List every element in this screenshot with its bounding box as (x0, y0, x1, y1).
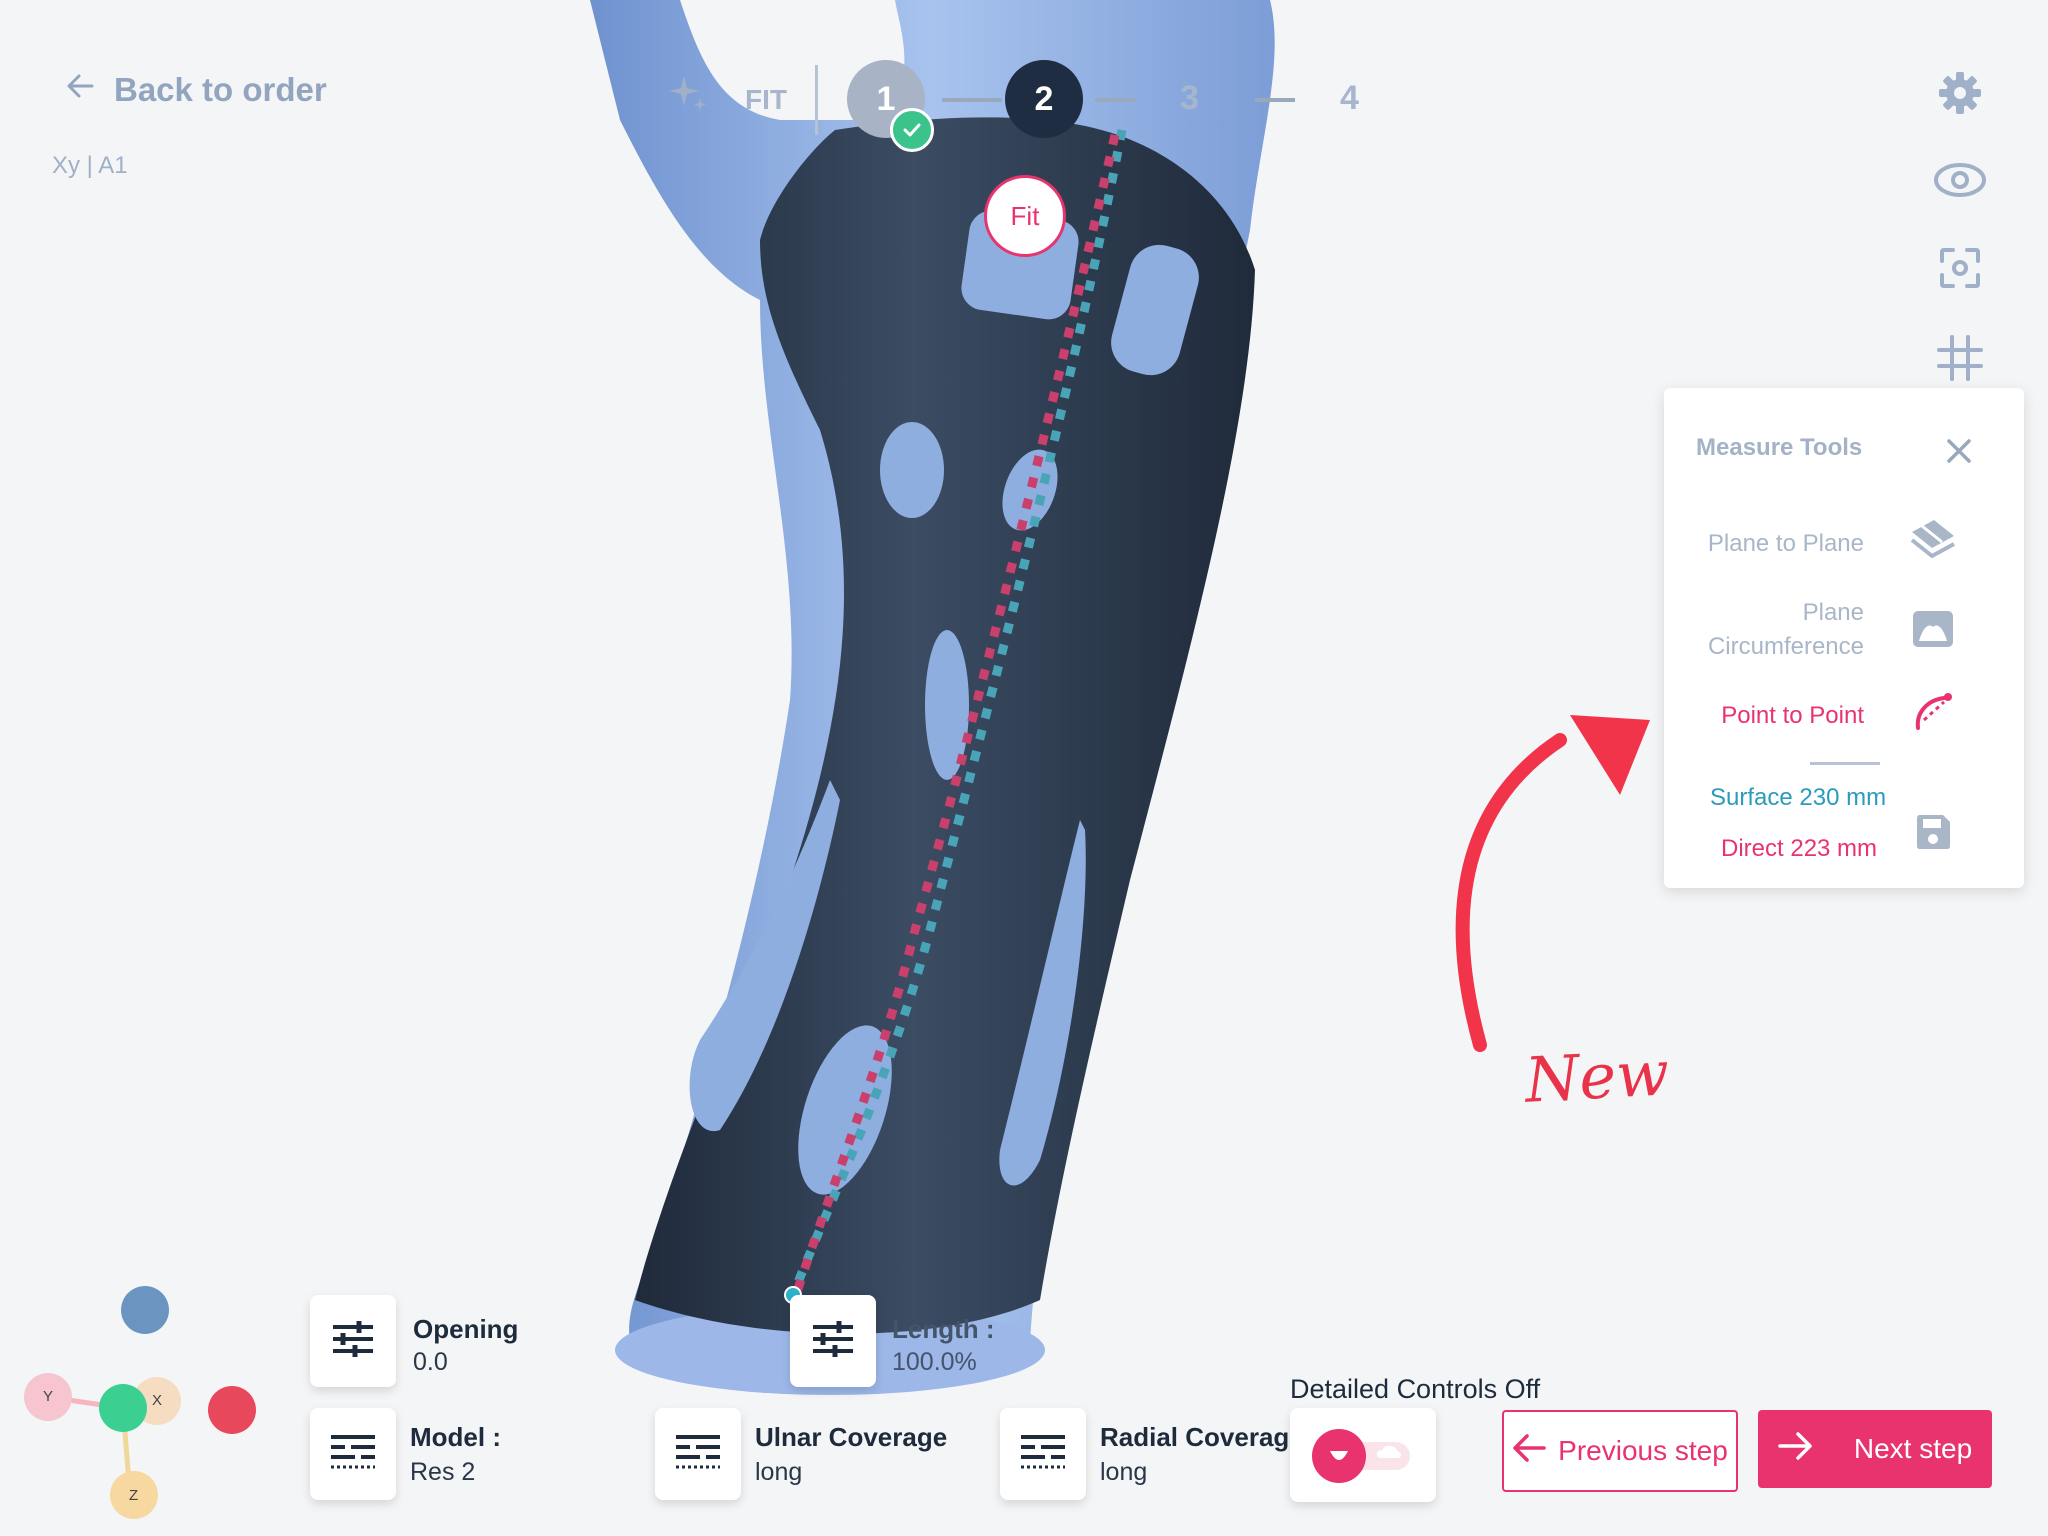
plane-to-plane-icon[interactable] (1904, 512, 1962, 570)
layers-icon (674, 1431, 722, 1478)
length-control-button[interactable] (790, 1295, 876, 1387)
plane-circumference-label[interactable]: Plane Circumference (1708, 596, 1864, 664)
step-connector (1255, 98, 1295, 102)
radial-coverage-label: Radial Coverage (1100, 1422, 1304, 1452)
fit-badge[interactable]: Fit (984, 175, 1066, 257)
grid-button[interactable] (1930, 330, 1990, 390)
splint-model[interactable] (635, 117, 1255, 1334)
axis-y-dot (24, 1373, 72, 1421)
plane-circumference-icon[interactable] (1904, 600, 1962, 658)
radial-coverage-value: long (1100, 1458, 1148, 1486)
model-control-button[interactable] (310, 1408, 396, 1500)
focus-icon (1939, 247, 1981, 294)
direct-measurement: Direct 223 mm (1721, 835, 1878, 862)
previous-step-label: Previous step (1558, 1435, 1728, 1466)
measure-tools-title: Measure Tools (1696, 434, 1863, 461)
plane-circumference-line2: Circumference (1707, 633, 1864, 660)
gear-icon (1937, 70, 1983, 121)
step-connector (1095, 98, 1135, 102)
length-value: 100.0% (892, 1348, 977, 1376)
axis-x-label: X (152, 1392, 163, 1409)
stepper: FIT 1 2 3 4 (660, 60, 1380, 152)
layers-icon (329, 1431, 377, 1478)
grid-icon (1937, 334, 1983, 386)
back-to-order-label: Back to order (114, 71, 327, 108)
sliders-icon (811, 1319, 855, 1364)
check-icon (890, 108, 934, 152)
previous-step-button[interactable]: Previous step (1502, 1410, 1738, 1492)
arrow-left-icon (1512, 1433, 1546, 1470)
fit-step-label[interactable]: FIT (745, 84, 787, 115)
opening-label: Opening (413, 1314, 519, 1344)
arrow-left-icon (64, 70, 96, 110)
plane-circumference-line1: Plane (1802, 599, 1864, 626)
detailed-controls-label: Detailed Controls Off (1290, 1374, 1541, 1404)
focus-button[interactable] (1930, 240, 1990, 300)
axis-center-dot (99, 1384, 147, 1432)
close-icon[interactable] (1944, 436, 1976, 468)
next-step-label: Next step (1853, 1433, 1973, 1464)
point-to-point-label[interactable]: Point to Point (1721, 702, 1864, 729)
ulnar-coverage-label: Ulnar Coverage (755, 1422, 948, 1452)
axis-gizmo[interactable] (10, 1270, 280, 1530)
sliders-icon (331, 1319, 375, 1364)
step-1-label: 1 (876, 79, 896, 118)
settings-button[interactable] (1930, 65, 1990, 125)
fit-badge-label: Fit (1010, 200, 1040, 231)
detailed-controls-toggle-card[interactable] (1290, 1408, 1436, 1502)
panel-divider (1810, 762, 1880, 765)
step-3[interactable]: 3 (1180, 79, 1199, 117)
step-2[interactable]: 2 (1005, 60, 1083, 138)
next-step-button[interactable]: Next step (1758, 1410, 1992, 1488)
stepper-divider (815, 65, 818, 135)
step-2-label: 2 (1034, 79, 1054, 118)
plane-to-plane-label[interactable]: Plane to Plane (1707, 530, 1864, 557)
ulnar-coverage-button[interactable] (655, 1408, 741, 1500)
order-id: Xy | A1 (52, 152, 128, 179)
visibility-button[interactable] (1930, 152, 1990, 212)
axis-z-label: Z (129, 1487, 139, 1504)
eye-icon (1933, 160, 1987, 205)
back-to-order-link[interactable]: Back to order (64, 70, 327, 110)
axis-top-dot (121, 1286, 169, 1334)
model-label: Model : (410, 1422, 501, 1452)
save-icon[interactable] (1904, 803, 1962, 861)
sparkle-icon (666, 72, 710, 121)
step-4[interactable]: 4 (1340, 79, 1359, 117)
radial-coverage-button[interactable] (1000, 1408, 1086, 1500)
axis-right-dot (208, 1386, 256, 1434)
length-label: Length : (892, 1314, 995, 1344)
step-connector (942, 98, 1002, 102)
axis-z-dot (110, 1471, 158, 1519)
model-value: Res 2 (410, 1458, 476, 1486)
toggle-knob[interactable] (1312, 1429, 1366, 1483)
new-label: New (1523, 1036, 1671, 1117)
layers-icon (1019, 1431, 1067, 1478)
surface-measurement: Surface 230 mm (1710, 784, 1887, 811)
measure-tools-panel: Measure Tools Plane to Plane Plane Circu… (1664, 388, 2024, 888)
arrow-right-icon (1778, 1431, 1814, 1468)
opening-control-button[interactable] (310, 1295, 396, 1387)
point-to-point-icon[interactable] (1904, 684, 1962, 742)
ulnar-coverage-value: long (755, 1458, 803, 1486)
axis-y-label: Y (43, 1388, 54, 1405)
opening-value: 0.0 (413, 1348, 448, 1376)
cloud-icon (1376, 1444, 1402, 1465)
new-annotation-arrow (1455, 715, 1650, 1052)
